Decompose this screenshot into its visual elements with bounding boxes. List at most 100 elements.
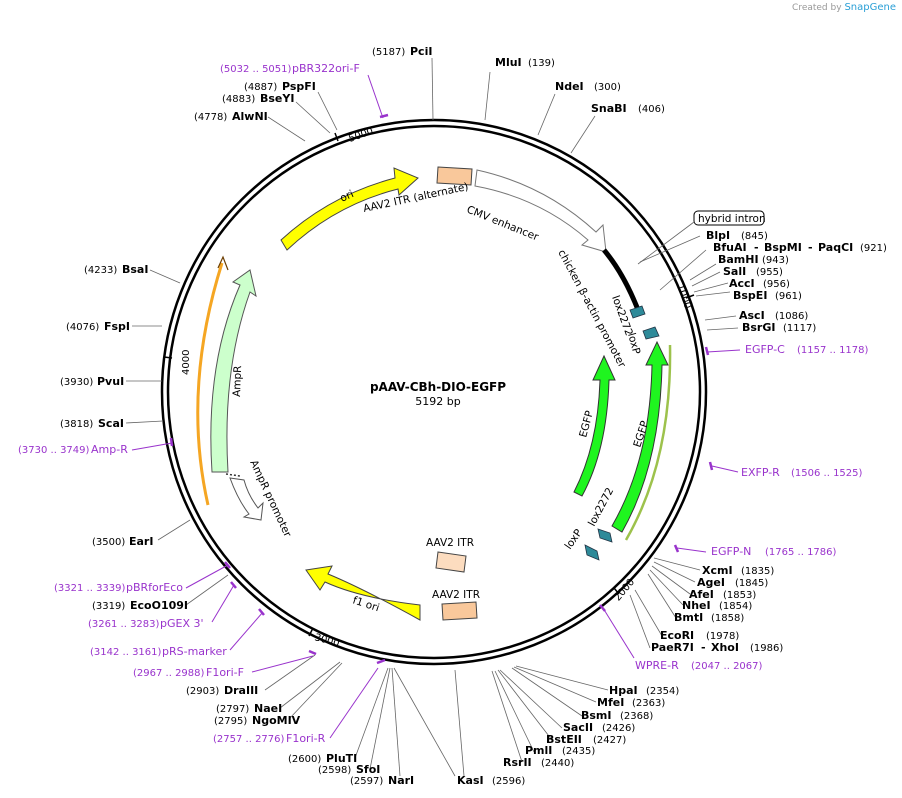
itr-b-label: AAV2 ITR xyxy=(426,537,474,549)
amp-r-band-arrowhead xyxy=(217,255,229,271)
loxp-b-feature xyxy=(584,544,600,561)
enzyme-nhei[interactable]: NheI xyxy=(682,599,711,612)
enzyme-alwni[interactable]: AlwNI xyxy=(232,110,268,123)
enzyme-paqci[interactable]: PaqCI xyxy=(818,241,853,254)
enzyme-pvui[interactable]: PvuI xyxy=(97,375,124,388)
enzyme-leader-lines xyxy=(125,57,739,777)
enzyme-draiii[interactable]: DraIII xyxy=(224,684,258,697)
cmv-enhancer-feature xyxy=(474,169,607,253)
tick-3000: 3000 xyxy=(313,632,340,649)
pos-alwni: (4778) xyxy=(194,112,227,123)
f1-ori-feature xyxy=(305,565,421,621)
enzyme-bfuai[interactable]: BfuAI xyxy=(713,241,747,254)
pos-pluti: (2600) xyxy=(288,754,321,765)
pos-bamhi: (943) xyxy=(762,255,789,266)
enzyme-mlui[interactable]: MluI xyxy=(495,56,522,69)
tick-4000: 4000 xyxy=(181,350,192,375)
enzyme-bspmi[interactable]: BspMI xyxy=(764,241,802,254)
enzyme-ngomiv[interactable]: NgoMIV xyxy=(252,714,301,727)
lox2272-b-feature xyxy=(597,528,613,543)
pos-sacii: (2426) xyxy=(602,723,635,734)
primer-prs-marker[interactable]: pRS-marker xyxy=(162,645,227,658)
primer-wpre-r[interactable]: WPRE-R xyxy=(635,659,679,672)
pos-draiii: (2903) xyxy=(186,686,219,697)
enzyme-ndei[interactable]: NdeI xyxy=(555,80,584,93)
primer-f1ori-r[interactable]: F1ori-R xyxy=(286,732,326,745)
enzyme-eari[interactable]: EarI xyxy=(129,535,153,548)
pos-ngomiv: (2795) xyxy=(214,716,247,727)
enzyme-hpai[interactable]: HpaI xyxy=(609,684,638,697)
enzyme-bsmi[interactable]: BsmI xyxy=(581,709,612,722)
enzyme-bamhi[interactable]: BamHI xyxy=(718,253,759,266)
plasmid-name: pAAV-CBh-DIO-EGFP xyxy=(370,380,506,394)
enzyme-sfoi[interactable]: SfoI xyxy=(356,763,380,776)
pos-fspi: (4076) xyxy=(66,322,99,333)
primer-pgex3-range: (3261 .. 3283) xyxy=(88,619,160,630)
pos-sfoi: (2598) xyxy=(318,765,351,776)
pos-pvui: (3930) xyxy=(60,377,93,388)
enzyme-rsrii[interactable]: RsrII xyxy=(503,756,532,769)
primer-pbr322ori-f-range: (5032 .. 5051) xyxy=(220,64,292,75)
enzyme-naei[interactable]: NaeI xyxy=(254,702,282,715)
enzyme-sacii[interactable]: SacII xyxy=(563,721,593,734)
pos-acci: (956) xyxy=(763,279,790,290)
tick-1000-mark xyxy=(685,294,695,299)
enzyme-bsai[interactable]: BsaI xyxy=(122,263,148,276)
enzyme-bsteii[interactable]: BstEII xyxy=(546,733,582,746)
pos-bmti: (1858) xyxy=(711,613,744,624)
enzyme-snabi[interactable]: SnaBI xyxy=(591,102,627,115)
primer-exfp-r[interactable]: EXFP-R xyxy=(741,466,780,479)
pos-asci: (1086) xyxy=(775,311,808,322)
ampr-label: AmpR xyxy=(231,365,244,397)
enzyme-agei[interactable]: AgeI xyxy=(697,576,725,589)
itr-alternate-feature xyxy=(436,166,473,186)
enzyme-mfei[interactable]: MfeI xyxy=(597,696,624,709)
primer-f1ori-f[interactable]: F1ori-F xyxy=(206,666,244,679)
ampr-promoter-feature xyxy=(229,477,264,521)
enzyme-ecoo109i[interactable]: EcoO109I xyxy=(130,599,188,612)
enzyme-sali[interactable]: SalI xyxy=(723,265,746,278)
plasmid-size: 5192 bp xyxy=(415,395,460,408)
tick-4000-mark xyxy=(163,356,173,359)
enzyme-nari[interactable]: NarI xyxy=(388,774,414,787)
primer-pbr322ori-f[interactable]: pBR322ori-F xyxy=(292,62,360,75)
enzyme-acci[interactable]: AccI xyxy=(729,277,755,290)
tick-1000: 1000 xyxy=(675,283,693,311)
enzyme-asci[interactable]: AscI xyxy=(739,309,765,322)
egfp-b-feature xyxy=(611,340,669,533)
enzyme-bseyi[interactable]: BseYI xyxy=(260,92,294,105)
enzyme-pspfi[interactable]: PspFI xyxy=(282,80,316,93)
pos-scai: (3818) xyxy=(60,419,93,430)
primer-egfp-c[interactable]: EGFP-C xyxy=(745,343,785,356)
pos-bseyi: (4883) xyxy=(222,94,255,105)
lox2272-a-label: lox2272 xyxy=(609,294,635,338)
primer-amp-r[interactable]: Amp-R xyxy=(91,443,128,456)
enzyme-bmti[interactable]: BmtI xyxy=(674,611,703,624)
cmv-enhancer-label: CMV enhancer xyxy=(465,204,541,244)
primer-egfp-n[interactable]: EGFP-N xyxy=(711,545,751,558)
pos-rsrii: (2440) xyxy=(541,758,574,769)
enzyme-pcii[interactable]: PciI xyxy=(410,45,432,58)
hybrid-intron-label: hybrid intron xyxy=(698,213,766,225)
enzyme-xcmi[interactable]: XcmI xyxy=(702,564,733,577)
primer-f1ori-r-range: (2757 .. 2776) xyxy=(213,734,285,745)
enzyme-ecori[interactable]: EcoRI xyxy=(660,629,694,642)
primer-amp-r-range: (3730 .. 3749) xyxy=(18,445,90,456)
enzyme-kasi[interactable]: KasI xyxy=(457,774,484,787)
primer-pgex3[interactable]: pGEX 3' xyxy=(160,617,204,630)
enzyme-afei[interactable]: AfeI xyxy=(689,588,714,601)
enzyme-fspi[interactable]: FspI xyxy=(104,320,130,333)
primer-leaders xyxy=(131,74,741,739)
enzyme-paer7i[interactable]: PaeR7I xyxy=(651,641,694,654)
primer-pbrforeco[interactable]: pBRforEco xyxy=(126,581,183,594)
pos-bsmi: (2368) xyxy=(620,711,653,722)
enzyme-pluti[interactable]: PluTI xyxy=(326,752,357,765)
enzyme-bspei[interactable]: BspEI xyxy=(733,289,767,302)
tick-5000: 5000 xyxy=(347,126,375,145)
enzyme-blpi[interactable]: BlpI xyxy=(706,229,730,242)
enzyme-scai[interactable]: ScaI xyxy=(98,417,124,430)
enzyme-xhoi[interactable]: XhoI xyxy=(711,641,739,654)
enzyme-pmli[interactable]: PmlI xyxy=(525,744,552,757)
enzyme-bsrgi[interactable]: BsrGI xyxy=(742,321,775,334)
